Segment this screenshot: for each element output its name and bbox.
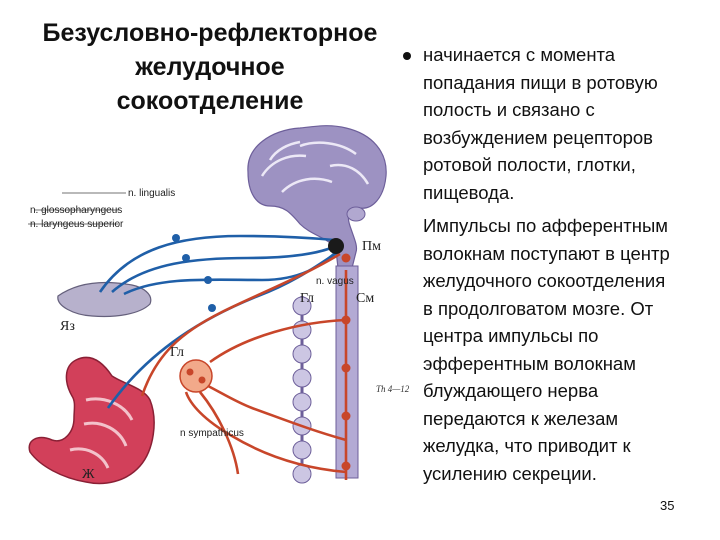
label-n-glossopharyngeus: n. glossopharyngeus (30, 205, 122, 216)
ganglion-dot (198, 376, 206, 384)
p2-line-2: волокнам поступают в центр (423, 242, 670, 264)
p2-line-5: центра импульсы по (423, 325, 599, 346)
p2-line-4: в продолговатом мозге. От (423, 297, 654, 319)
p2-line-10: усилению секреции. (423, 462, 597, 484)
title-line-3: сокоотделение (116, 87, 304, 115)
p2-line-3: желудочного сокоотделения (423, 270, 666, 291)
title-line-1: Безусловно-рефлекторное (42, 19, 378, 47)
p1-line-1: начинается с момента (423, 44, 616, 65)
label-zh: Ж (82, 467, 95, 482)
p1-line-4: возбуждением рецепторов (423, 126, 654, 148)
label-n-lingualis: n. lingualis (128, 188, 175, 199)
label-n-laryngeus: n. laryngeus superior (30, 219, 124, 230)
slide-title: Безусловно-рефлекторное желудочное сокоо… (14, 16, 406, 118)
label-yaz: Яз (60, 319, 75, 334)
p1-line-2: попадания пищи в ротовую (423, 71, 658, 93)
page-number: 35 (660, 498, 675, 513)
p1-line-5: ротовой полости, глотки, (423, 154, 636, 175)
paragraph-2: Импульсы по афферентным волокнам поступа… (423, 212, 715, 487)
p2-line-8: передаются к железам (423, 407, 619, 429)
title-line-2: желудочное (135, 53, 285, 81)
label-sm: См (356, 291, 374, 306)
p1-line-6: пищевода. (423, 181, 515, 203)
label-pm: Пм (362, 239, 381, 254)
p2-line-6: эфферентным волокнам (423, 352, 636, 374)
afferent-neurons (172, 234, 216, 312)
ganglion-dot (186, 368, 194, 376)
p2-line-9: желудка, что приводит к (423, 435, 631, 456)
p1-line-3: полость и связано с (423, 99, 595, 120)
bullet-marker (403, 52, 411, 60)
description-text: начинается с момента попадания пищи в ро… (423, 41, 715, 493)
label-n-vagus: n. vagus (316, 276, 354, 287)
medulla-center (328, 238, 344, 254)
p2-line-7: блуждающего нерва (423, 380, 599, 401)
label-n-sympathicus: n sympathicus (180, 428, 244, 439)
p2-line-1: Импульсы по афферентным (423, 215, 668, 236)
intramural-ganglion (179, 359, 213, 393)
brain-illustration (247, 125, 387, 269)
label-gl-top: Гл (300, 291, 314, 306)
label-gl-mid: Гл (170, 345, 184, 360)
paragraph-1: начинается с момента попадания пищи в ро… (423, 41, 715, 206)
nerve-leader-lines (28, 192, 126, 225)
efferent-neurons (341, 253, 351, 471)
efferent-pathways (140, 252, 348, 480)
sympathetic-chain (292, 296, 312, 484)
label-th: Th 4—12 (376, 384, 410, 394)
